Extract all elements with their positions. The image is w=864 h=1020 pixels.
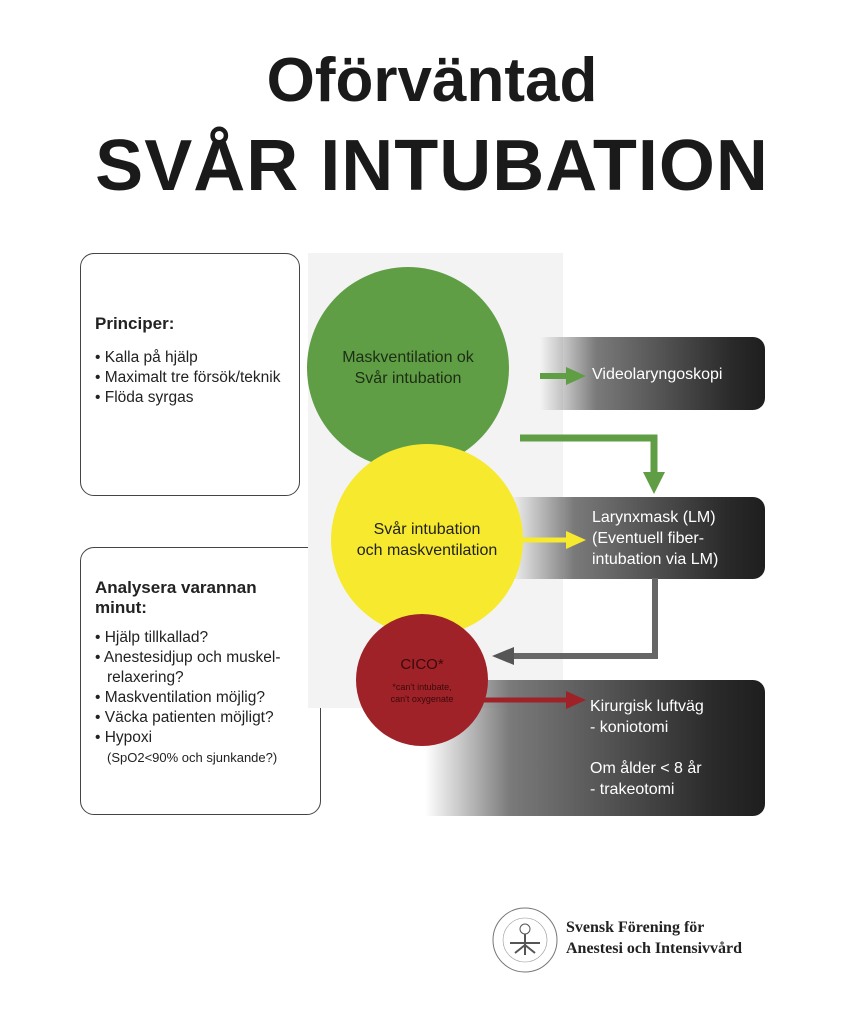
red-action-4: - trakeotomi: [590, 781, 675, 798]
list-item: • Anestesidjup och muskel-relaxering?: [95, 649, 281, 686]
red-circle: CICO* *can't intubate, can't oxygenate: [356, 614, 488, 746]
yellow-line-2: och maskventilation: [356, 542, 498, 559]
list-item: • Maximalt tre försök/teknik: [95, 369, 281, 386]
list-item: • Maskventilation möjlig?: [95, 689, 265, 706]
green-elbow-arrow: [520, 434, 665, 494]
yellow-action-3: intubation via LM): [592, 551, 719, 568]
gray-elbow-arrow: [492, 578, 658, 665]
cico-note-1: *can't intubate,: [392, 681, 452, 692]
list-item: • Hjälp tillkallad?: [95, 629, 209, 646]
yellow-line-1: Svår intubation: [373, 521, 481, 538]
title-line1: Oförväntad: [266, 46, 598, 115]
green-action: Videolaryngoskopi: [592, 366, 723, 383]
org-line-1: Svensk Förening för: [566, 919, 705, 936]
title-line2: SVÅR INTUBATION: [95, 126, 769, 206]
analyze-box: Analysera varannan minut: • Hjälp tillka…: [80, 547, 321, 815]
analyze-heading: Analysera varannan minut:: [95, 578, 257, 617]
green-arrow-right: [540, 367, 586, 385]
org-line-2: Anestesi och Intensivvård: [566, 940, 743, 957]
red-action-2: - koniotomi: [590, 719, 669, 736]
list-item: • Hypoxi: [95, 729, 153, 746]
red-arrow-right: [478, 691, 586, 709]
yellow-arrow-right: [520, 531, 586, 549]
principles-box: Principer: • Kalla på hjälp • Maximalt t…: [80, 253, 300, 496]
sfai-seal-logo: [492, 907, 558, 973]
list-item: • Kalla på hjälp: [95, 349, 198, 366]
green-line-2: Svår intubation: [354, 370, 462, 387]
hypoxia-note: (SpO2<90% och sjunkande?): [107, 750, 278, 765]
yellow-circle: Svår intubation och maskventilation: [331, 444, 523, 636]
yellow-action-1: Larynxmask (LM): [592, 509, 716, 526]
list-item: • Väcka patienten möjligt?: [95, 709, 274, 726]
red-action-3: Om ålder < 8 år: [590, 760, 702, 777]
principles-heading: Principer:: [95, 314, 175, 333]
yellow-action-2: (Eventuell fiber-: [592, 530, 705, 547]
cico-note-2: can't oxygenate: [390, 693, 454, 704]
red-action-1: Kirurgisk luftväg: [590, 698, 704, 715]
green-line-1: Maskventilation ok: [342, 349, 474, 366]
organization-name: Svensk Förening för Anestesi och Intensi…: [566, 917, 742, 959]
green-circle: Maskventilation ok Svår intubation: [307, 267, 509, 469]
list-item: • Flöda syrgas: [95, 389, 194, 406]
cico-label: CICO*: [400, 655, 444, 673]
